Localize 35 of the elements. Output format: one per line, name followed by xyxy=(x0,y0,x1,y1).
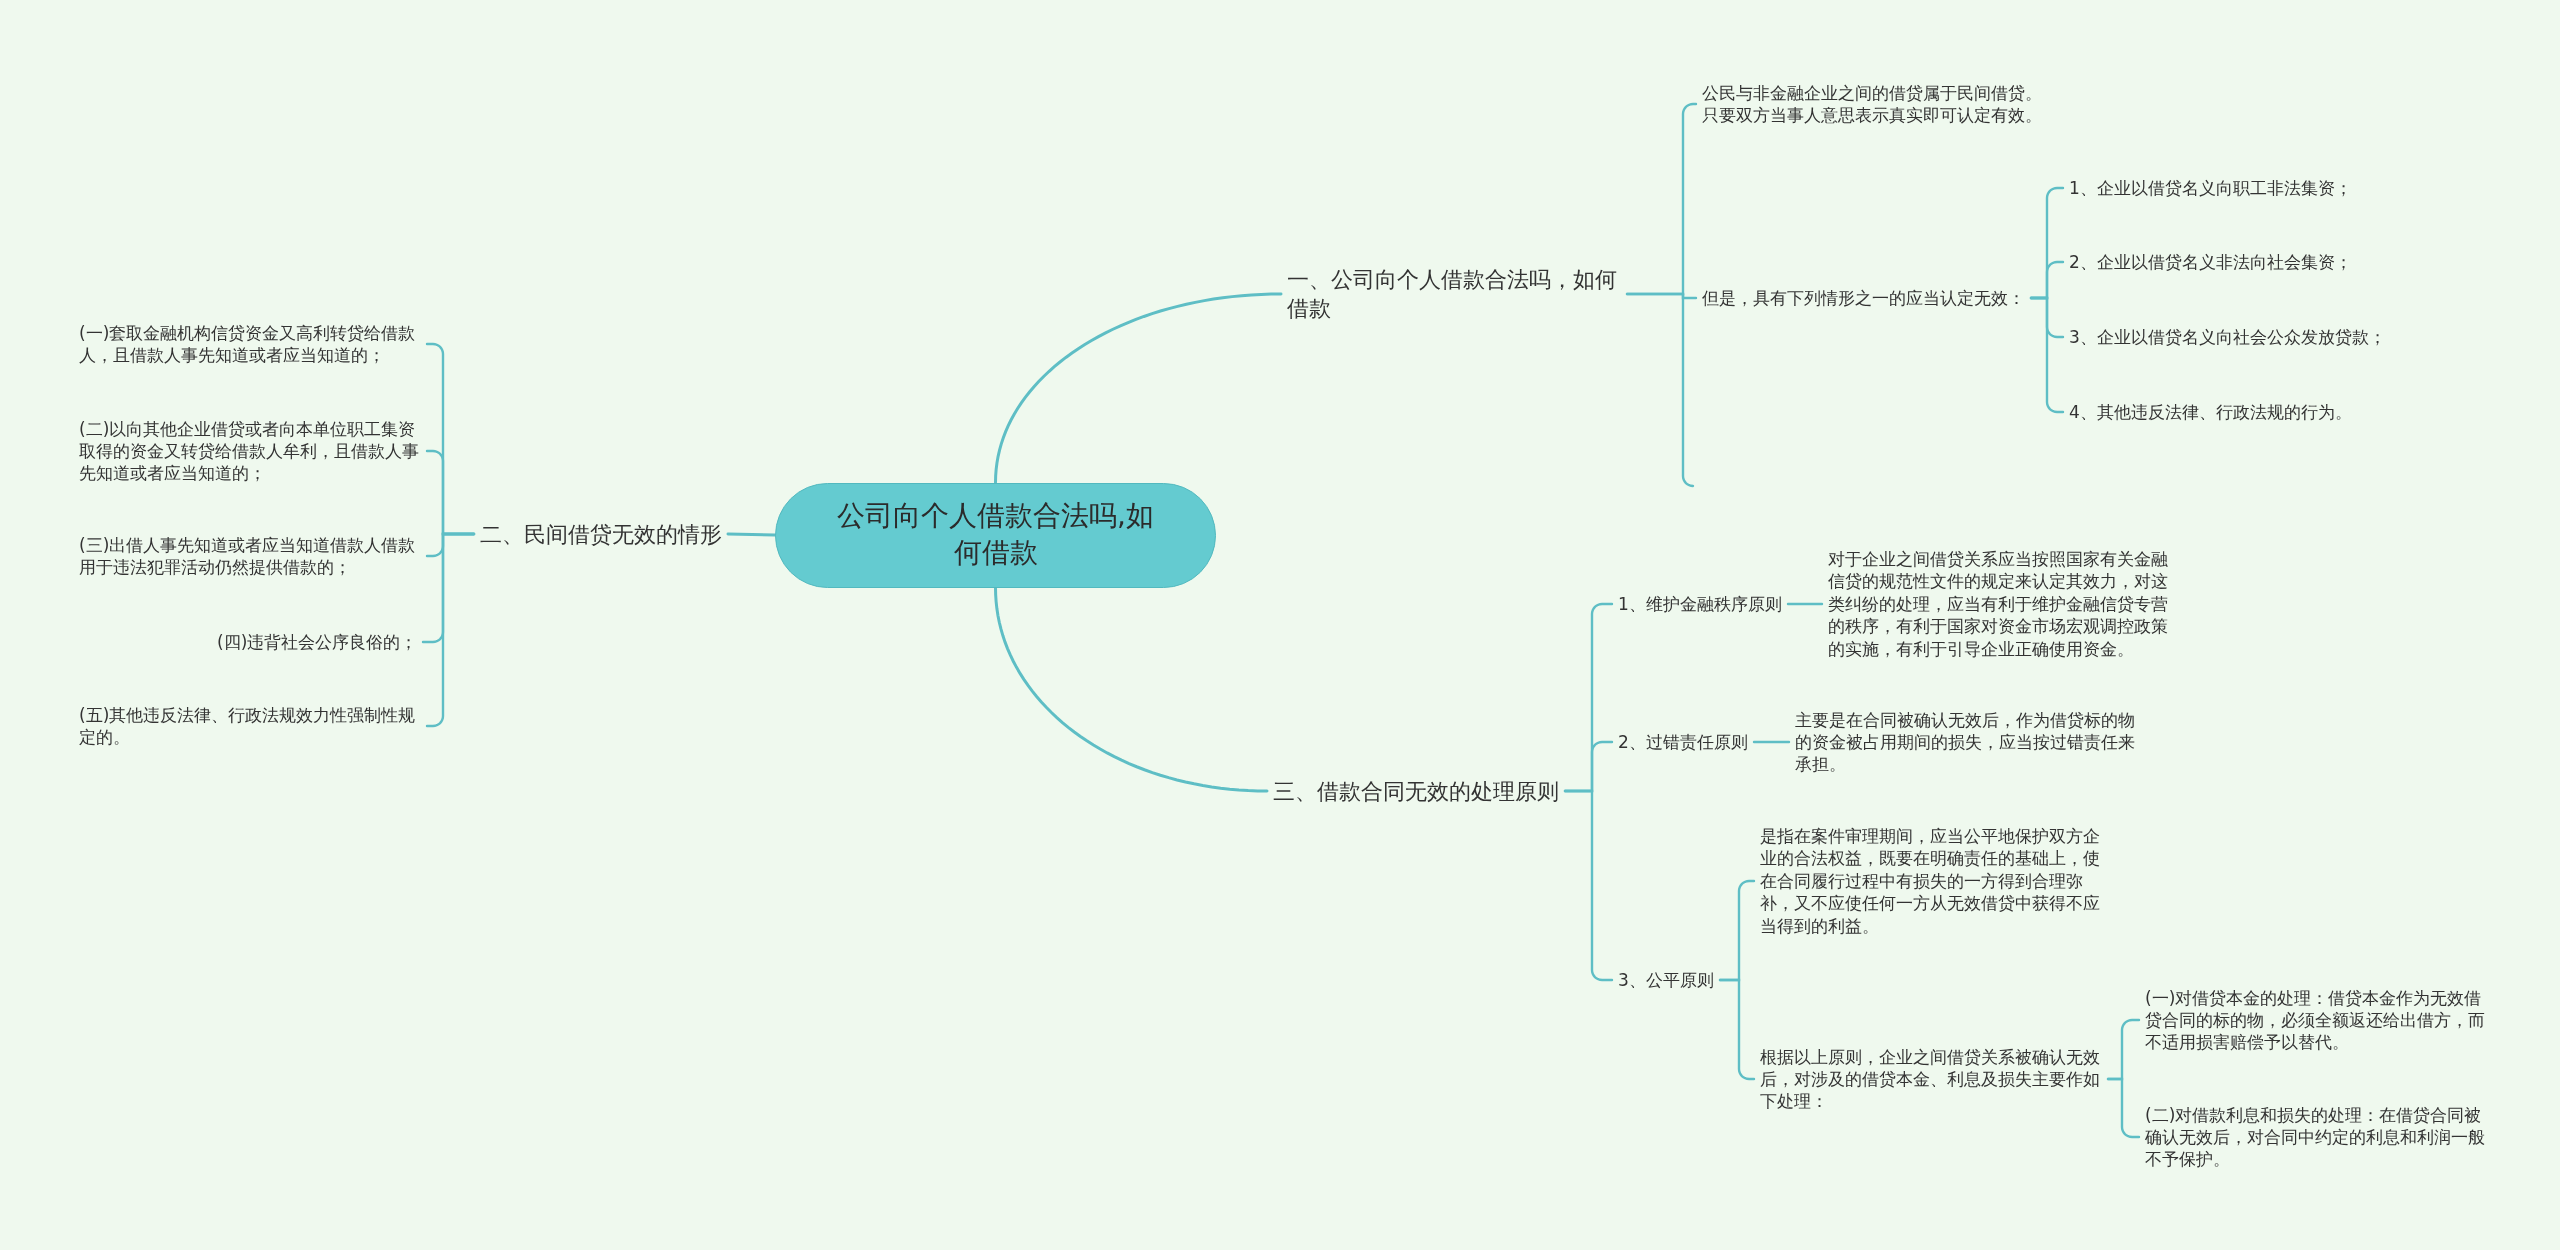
connector-line xyxy=(2106,1077,2141,1139)
subtopic-text: (一)对借贷本金的处理：借贷本金作为无效借贷合同的标的物，必须全额返还给出借方，而不适用损害赔偿予以替代。 xyxy=(2139,983,2493,1057)
subtopic-text: (五)其他违反法律、行政法规效力性强制性规定的。 xyxy=(73,700,427,752)
connector-line xyxy=(2029,296,2065,414)
subtopic-text: (三)出借人事先知道或者应当知道借款人借款用于违法犯罪活动仍然提供借款的； xyxy=(73,530,427,582)
subtopic-text: 3、公平原则 xyxy=(1612,966,1720,995)
branch-topic: 三、借款合同无效的处理原则 xyxy=(1267,773,1565,809)
subtopic-text: 但是，具有下列情形之一的应当认定无效： xyxy=(1696,284,2031,313)
central-topic: 公司向个人借款合法吗,如何借款 xyxy=(775,482,1216,588)
branch-topic: 一、公司向个人借款合法吗，如何借款 xyxy=(1281,262,1627,327)
subtopic-text: 公民与非金融企业之间的借贷属于民间借贷。只要双方当事人意思表示真实即可认定有效。 xyxy=(1696,78,2050,130)
connector-line xyxy=(726,532,777,537)
connector-line xyxy=(994,292,1283,484)
connector-line xyxy=(1563,789,1614,982)
subtopic-text: 2、企业以借贷名义非法向社会集资； xyxy=(2063,248,2358,277)
subtopic-text: 是指在案件审理期间，应当公平地保护双方企业的合法权益，既要在明确责任的基础上，使在合同履行过程中有损失的一方得到合理弥补，又不应使任何一方从无效借贷中获得不应当得到的利益。 xyxy=(1754,822,2108,941)
branch-topic: 二、民间借贷无效的情形 xyxy=(474,516,728,552)
subtopic-text: 1、企业以借贷名义向职工非法集资； xyxy=(2063,174,2358,203)
connector-line xyxy=(1625,292,1698,300)
connector-line xyxy=(1718,978,1756,1081)
connector-line xyxy=(425,532,476,728)
subtopic-text: 1、维护金融秩序原则 xyxy=(1612,590,1788,619)
subtopic-text: (四)违背社会公序良俗的； xyxy=(211,628,424,657)
subtopic-text: 对于企业之间借贷关系应当按照国家有关金融信贷的规范性文件的规定来认定其效力，对这类纠纷的处理，应当有利于维护金融信贷专营的秩序，有利于国家对资金市场宏观调控政策的实施，有利于引导企业正确使用资金。 xyxy=(1822,545,2176,664)
connector-line xyxy=(1786,602,1824,606)
subtopic-text: 2、过错责任原则 xyxy=(1612,728,1754,757)
subtopic-text: (二)对借款利息和损失的处理：在借贷合同被确认无效后，对合同中约定的利息和利润一般不予保护。 xyxy=(2139,1100,2493,1174)
connector-line xyxy=(1752,740,1791,744)
connector-line xyxy=(994,586,1269,793)
subtopic-text: 3、企业以借贷名义向社会公众发放贷款； xyxy=(2063,323,2392,352)
subtopic-text: (二)以向其他企业借贷或者向本单位职工集资取得的资金又转贷给借款人牟利，且借款人事先知道或者应当知道的； xyxy=(73,414,427,488)
subtopic-text: 根据以上原则，企业之间借贷关系被确认无效后，对涉及的借贷本金、利息及损失主要作如下处理： xyxy=(1754,1042,2108,1116)
subtopic-text: 主要是在合同被确认无效后，作为借贷标的物的资金被占用期间的损失，应当按过错责任来承担。 xyxy=(1789,705,2143,779)
subtopic-text: 4、其他违反法律、行政法规的行为。 xyxy=(2063,398,2358,427)
subtopic-text: (一)套取金融机构信贷资金又高利转贷给借款人，且借款人事先知道或者应当知道的； xyxy=(73,318,427,370)
